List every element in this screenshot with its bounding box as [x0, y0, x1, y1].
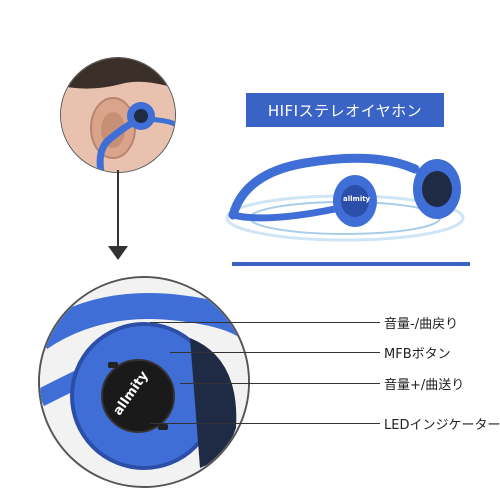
- callout-line-volume-up: [180, 383, 380, 384]
- arrow-shaft: [117, 170, 119, 250]
- accent-divider: [232, 262, 470, 266]
- headset-illustration: [225, 153, 465, 242]
- callout-label-led: LEDインジケーター: [384, 418, 500, 433]
- ear-closeup-circle: [60, 57, 176, 173]
- callout-label-volume-up: 音量+/曲送り: [384, 378, 465, 393]
- callout-line-volume-down: [150, 322, 380, 323]
- headset-product-image: allmity: [225, 133, 485, 263]
- callout-line-led: [150, 423, 380, 424]
- brand-logo-small: allmity: [343, 195, 371, 203]
- down-arrow-icon: [108, 246, 128, 260]
- ear-closeup-illustration: [61, 58, 175, 172]
- callout-label-mfb: MFBボタン: [384, 347, 451, 362]
- callout-line-mfb: [170, 352, 380, 353]
- product-title-banner: HIFIステレオイヤホン: [246, 93, 444, 127]
- callout-label-volume-down: 音量-/曲戻り: [384, 317, 459, 332]
- product-title: HIFIステレオイヤホン: [267, 101, 423, 120]
- button-closeup-circle: allmity: [38, 276, 250, 488]
